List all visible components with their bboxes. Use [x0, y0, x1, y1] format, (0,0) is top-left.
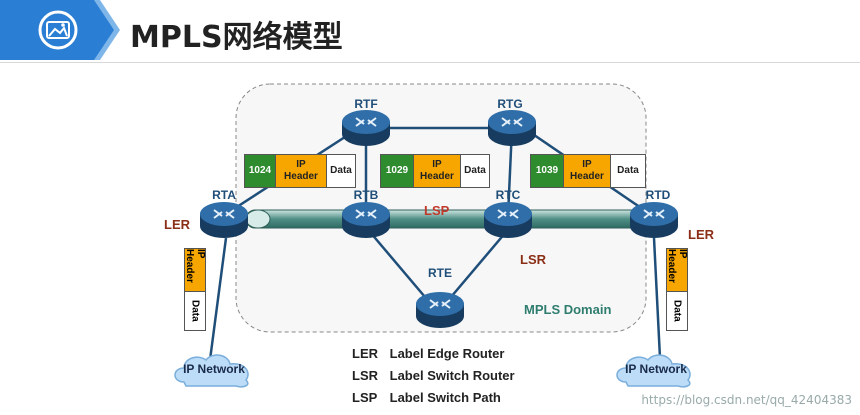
ip-header: IP Header: [564, 155, 611, 187]
ip-header: IP Header: [666, 249, 688, 283]
labeled-packet: 1024 IP Header Data: [244, 154, 356, 188]
data: Data: [461, 155, 489, 187]
data: Data: [611, 155, 645, 187]
mpls-domain-label: MPLS Domain: [524, 302, 612, 317]
ip-packet-right: IP Header Data: [666, 248, 688, 331]
router-icon: [484, 202, 532, 238]
router-label-rtf: RTF: [354, 97, 378, 111]
lsp-tunnel: [245, 209, 657, 229]
data: Data: [671, 300, 683, 322]
ip-header: IP Header: [184, 249, 206, 283]
lsp-label: LSP: [424, 203, 450, 218]
legend-item-lsr: LSR Label Switch Router: [352, 368, 515, 383]
legend-item-lsp: LSP Label Switch Path: [352, 390, 501, 405]
ler-right-label: LER: [688, 227, 714, 242]
title-divider: [0, 62, 860, 63]
cloud-icon: [174, 354, 249, 388]
labeled-packet: 1029 IP Header Data: [380, 154, 490, 188]
router-icon: [342, 110, 390, 146]
legend-text: Label Switch Router: [389, 368, 515, 383]
cloud-left-label: IP Network: [183, 362, 245, 376]
data: Data: [327, 155, 355, 187]
router-icon: [416, 292, 464, 328]
image-icon: [38, 10, 78, 50]
router-label-rte: RTE: [428, 266, 452, 280]
mpls-label: 1039: [531, 155, 564, 187]
cloud-right-label: IP Network: [625, 362, 687, 376]
mpls-label: 1024: [245, 155, 276, 187]
lsr-label: LSR: [520, 252, 546, 267]
router-icon: [488, 110, 536, 146]
router-icon: [630, 202, 678, 238]
router-label-rtb: RTB: [353, 188, 379, 202]
legend-abbr: LER: [352, 346, 378, 361]
page-title: MPLS网络模型: [130, 20, 343, 55]
watermark: https://blog.csdn.net/qq_42404383: [641, 393, 852, 407]
ler-left-label: LER: [164, 217, 190, 232]
legend-abbr: LSR: [352, 368, 378, 383]
legend-text: Label Edge Router: [389, 346, 505, 361]
legend-item-ler: LER Label Edge Router: [352, 346, 504, 361]
router-icon: [342, 202, 390, 238]
ip-header: IP Header: [414, 155, 461, 187]
ip-packet-left: IP Header Data: [184, 248, 206, 331]
legend-abbr: LSP: [352, 390, 378, 405]
router-label-rtd: RTD: [645, 188, 671, 202]
labeled-packet: 1039 IP Header Data: [530, 154, 646, 188]
router-label-rtg: RTG: [497, 97, 523, 111]
mpls-label: 1029: [381, 155, 414, 187]
cloud-icon: [616, 354, 691, 388]
ip-header: IP Header: [276, 155, 327, 187]
router-label-rtc: RTC: [495, 188, 521, 202]
data: Data: [189, 300, 201, 322]
legend-text: Label Switch Path: [389, 390, 501, 405]
router-label-rta: RTA: [212, 188, 236, 202]
router-icon: [200, 202, 248, 238]
title-banner: [0, 0, 120, 60]
